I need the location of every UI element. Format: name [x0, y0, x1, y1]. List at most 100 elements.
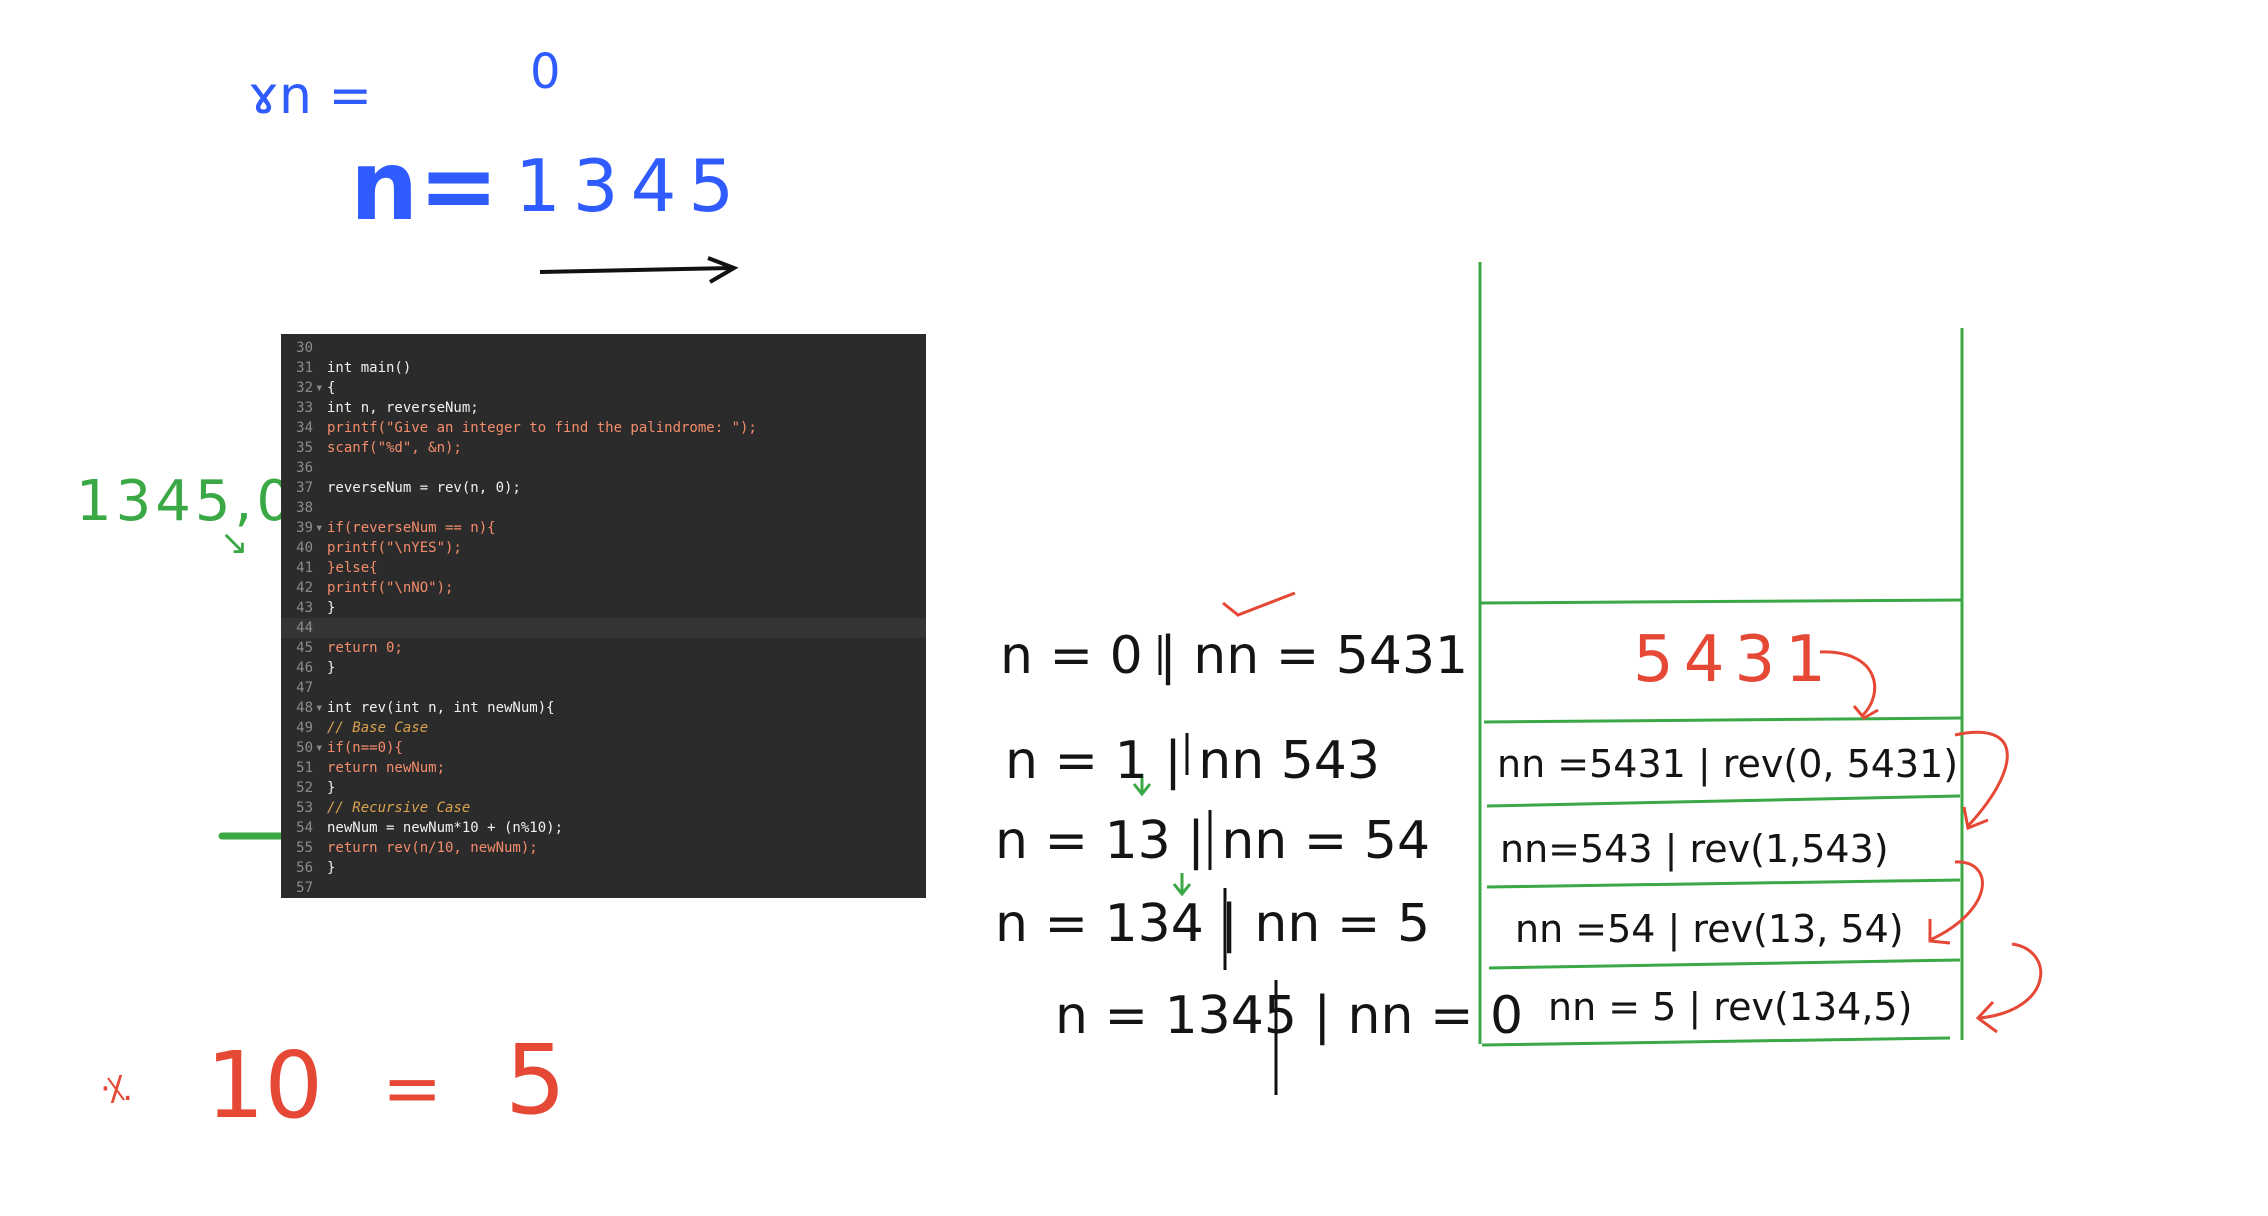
bottom-left-note-middle: 10: [206, 1032, 324, 1139]
red-slash: [107, 1077, 125, 1101]
left-side-note: 1345,0: [76, 469, 296, 534]
red-frame-arrow-3-head: [1975, 1000, 1998, 1034]
line-number: 37: [296, 480, 313, 496]
code-line-53: 53 // Recursive Case: [281, 798, 926, 818]
code-line-47: 47: [281, 678, 926, 698]
fold-marker: ▾: [315, 520, 324, 536]
code-text: newNum = newNum*10 + (n%10);: [327, 820, 564, 836]
trace-row-4: n = 134 | nn = 5: [995, 894, 1431, 954]
code-text: reverseNum = rev(n, 0);: [327, 480, 521, 496]
code-text: }: [327, 600, 336, 616]
line-number: 33: [296, 400, 313, 416]
line-number: 42: [296, 580, 313, 596]
red-result-arrow: [1819, 650, 1877, 718]
line-number: 53: [296, 800, 313, 816]
stack-frame-2: nn=543 | rev(1,543): [1500, 827, 1889, 871]
code-text: return 0;: [327, 640, 403, 656]
code-text: int n, reverseNum;: [327, 400, 479, 416]
code-line-41: 41 }else{: [281, 558, 926, 578]
fold-marker: ▾: [315, 380, 324, 396]
code-line-32: 32 ▾ {: [281, 378, 926, 398]
trace-row-3: n = 13 | nn = 54: [995, 811, 1431, 871]
line-number: 46: [296, 660, 313, 676]
code-text: scanf("%d", &n);: [327, 440, 462, 456]
code-line-33: 33 int n, reverseNum;: [281, 398, 926, 418]
stack-line-5: [1488, 958, 1961, 970]
code-line-48: 48 ▾ int rev(int n, int newNum){: [281, 698, 926, 718]
code-text: printf("\nYES");: [327, 540, 462, 556]
code-line-31: 31 int main(): [281, 358, 926, 378]
code-editor: 30 31 int main() 32 ▾ { 33 int n, revers…: [281, 334, 926, 898]
top-large-note-right: 1345: [515, 144, 747, 228]
stack-result-label: 5431: [1633, 623, 1836, 697]
top-arrow-head: [707, 256, 739, 284]
trace-row-2: n = 1 | nn 543: [1005, 731, 1380, 791]
stack-top-frame-line: [1479, 598, 1963, 605]
red-check: [1222, 591, 1296, 617]
line-number: 44: [296, 620, 313, 636]
left-side-note-tail: ↘: [220, 523, 249, 563]
red-frame-arrow-2-head: [1928, 919, 1951, 945]
bottom-left-note-lhs: ·/.: [100, 1069, 134, 1109]
stack-frame-3: nn =54 | rev(13, 54): [1515, 907, 1904, 951]
code-text: if(n==0){: [327, 740, 403, 756]
code-line-55: 55 return rev(n/10, newNum);: [281, 838, 926, 858]
code-line-49: 49 // Base Case: [281, 718, 926, 738]
code-line-35: 35 scanf("%d", &n);: [281, 438, 926, 458]
bottom-left-note-equals: =: [382, 1046, 443, 1130]
code-line-56: 56 }: [281, 858, 926, 878]
top-small-note-left: ɤn =: [248, 66, 373, 126]
code-text: if(reverseNum == n){: [327, 520, 496, 536]
code-text: printf("Give an integer to find the pali…: [327, 420, 757, 436]
stack-frame-4: nn = 5 | rev(134,5): [1548, 985, 1913, 1029]
code-line-43: 43 }: [281, 598, 926, 618]
code-text: }: [327, 780, 336, 796]
stack-bottom: [1481, 1036, 1951, 1047]
trace-row-5: n = 1345 | nn = 0: [1055, 986, 1524, 1046]
code-line-52: 52 }: [281, 778, 926, 798]
code-line-54: 54 newNum = newNum*10 + (n%10);: [281, 818, 926, 838]
code-text: // Base Case: [327, 720, 429, 736]
trace-row-1: n = 0 | nn = 5431: [1000, 626, 1469, 686]
code-text: }: [327, 860, 336, 876]
line-number: 40: [296, 540, 313, 556]
code-line-45: 45 return 0;: [281, 638, 926, 658]
line-number: 39: [296, 520, 313, 536]
line-number: 56: [296, 860, 313, 876]
line-number: 34: [296, 420, 313, 436]
code-text: printf("\nNO");: [327, 580, 454, 596]
stack-frame-1: nn =5431 | rev(0, 5431): [1497, 742, 1959, 786]
trace-green-arrow-2-head: [1172, 883, 1192, 897]
line-number: 49: [296, 720, 313, 736]
line-number: 41: [296, 560, 313, 576]
code-text: {: [327, 380, 336, 396]
fold-marker: ▾: [315, 740, 324, 756]
code-line-37: 37 reverseNum = rev(n, 0);: [281, 478, 926, 498]
code-text: int main(): [327, 360, 412, 376]
line-number: 31: [296, 360, 313, 376]
line-number: 55: [296, 840, 313, 856]
code-line-39: 39 ▾ if(reverseNum == n){: [281, 518, 926, 538]
top-small-note-right: 0: [530, 44, 561, 100]
code-line-30: 30: [281, 338, 926, 358]
top-arrow: [539, 266, 732, 274]
line-number: 36: [296, 460, 313, 476]
red-result-arrow-head: [1852, 705, 1879, 720]
bottom-left-note-rhs: 5: [505, 1024, 567, 1136]
line-number: 45: [296, 640, 313, 656]
line-number: 54: [296, 820, 313, 836]
stack-line-2: [1483, 716, 1963, 724]
code-line-50: 50 ▾ if(n==0){: [281, 738, 926, 758]
code-line-57: 57: [281, 878, 926, 898]
code-line-51: 51 return newNum;: [281, 758, 926, 778]
code-line-36: 36: [281, 458, 926, 478]
line-number: 52: [296, 780, 313, 796]
red-frame-arrow-2: [1929, 860, 1984, 942]
code-text: return rev(n/10, newNum);: [327, 840, 538, 856]
line-number: 30: [296, 340, 313, 356]
line-number: 50: [296, 740, 313, 756]
top-large-note-left: n=: [350, 130, 499, 242]
line-number: 51: [296, 760, 313, 776]
stack-line-3: [1486, 794, 1961, 808]
line-number: 48: [296, 700, 313, 716]
